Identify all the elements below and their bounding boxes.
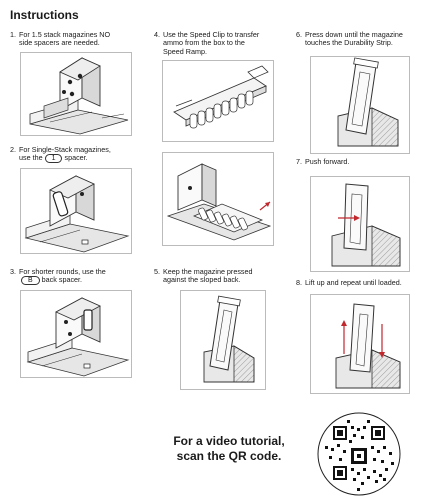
step-text-line: For 1.5 stack magazines NO bbox=[19, 30, 111, 39]
step-6-caption: 6. Press down until the magazine touches… bbox=[296, 30, 436, 51]
step-text-line: Speed Ramp. bbox=[163, 46, 207, 56]
step-number: 7. bbox=[296, 157, 302, 166]
step-1-caption: 1. For 1.5 stack magazines NO side space… bbox=[10, 30, 150, 51]
step-number: 3. bbox=[10, 267, 16, 276]
step-text-line: side spacers are needed. bbox=[19, 38, 100, 48]
spacer-b-badge: B bbox=[21, 276, 40, 286]
step-5-caption: 5. Keep the magazine pressed against the… bbox=[154, 267, 294, 288]
step-number: 4. bbox=[154, 30, 160, 39]
step-4-illustration bbox=[162, 60, 274, 142]
page-title: Instructions bbox=[10, 8, 79, 22]
step-8-caption: 8. Lift up and repeat until loaded. bbox=[296, 278, 436, 291]
step-number: 1. bbox=[10, 30, 16, 39]
step-text-line: For shorter rounds, use the bbox=[19, 267, 106, 276]
step-number: 6. bbox=[296, 30, 302, 39]
step-number: 5. bbox=[154, 267, 160, 276]
step-2-illustration bbox=[20, 168, 132, 254]
step-text-line: Press down until the magazine bbox=[305, 30, 403, 39]
step-4b-illustration bbox=[162, 152, 274, 246]
step-number: 8. bbox=[296, 278, 302, 287]
step-8-illustration bbox=[310, 294, 410, 394]
step-text-line: Push forward. bbox=[305, 157, 350, 166]
step-text-fragment: back spacer. bbox=[41, 275, 83, 285]
step-1-illustration bbox=[20, 52, 132, 136]
step-text-line: ammo from the box to the bbox=[163, 38, 245, 48]
video-text-line: scan the QR code. bbox=[176, 449, 282, 463]
step-text-line: Use the Speed Clip to transfer bbox=[163, 30, 260, 39]
step-4-caption: 4. Use the Speed Clip to transfer ammo f… bbox=[154, 30, 294, 59]
video-text-line: For a video tutorial, bbox=[173, 434, 285, 448]
qr-code[interactable] bbox=[317, 412, 401, 501]
step-7-caption: 7. Push forward. bbox=[296, 157, 436, 170]
step-text-line: against the sloped back. bbox=[163, 275, 241, 285]
step-number: 2. bbox=[10, 145, 16, 154]
video-tutorial-text: For a video tutorial, scan the QR code. bbox=[173, 434, 285, 464]
step-text-fragment: spacer. bbox=[64, 153, 88, 163]
spacer-1-badge: 1 bbox=[44, 154, 63, 164]
step-text-fragment: use the bbox=[19, 153, 43, 163]
step-text-line: For Single-Stack magazines, bbox=[19, 145, 111, 154]
step-5-illustration bbox=[180, 290, 266, 390]
step-text-line: touches the Durability Strip. bbox=[305, 38, 393, 48]
step-3-illustration bbox=[20, 290, 132, 378]
step-6-illustration bbox=[310, 56, 410, 154]
step-7-illustration bbox=[310, 176, 410, 272]
step-text-line: Lift up and repeat until loaded. bbox=[305, 278, 402, 287]
step-text-line: Keep the magazine pressed bbox=[163, 267, 253, 276]
